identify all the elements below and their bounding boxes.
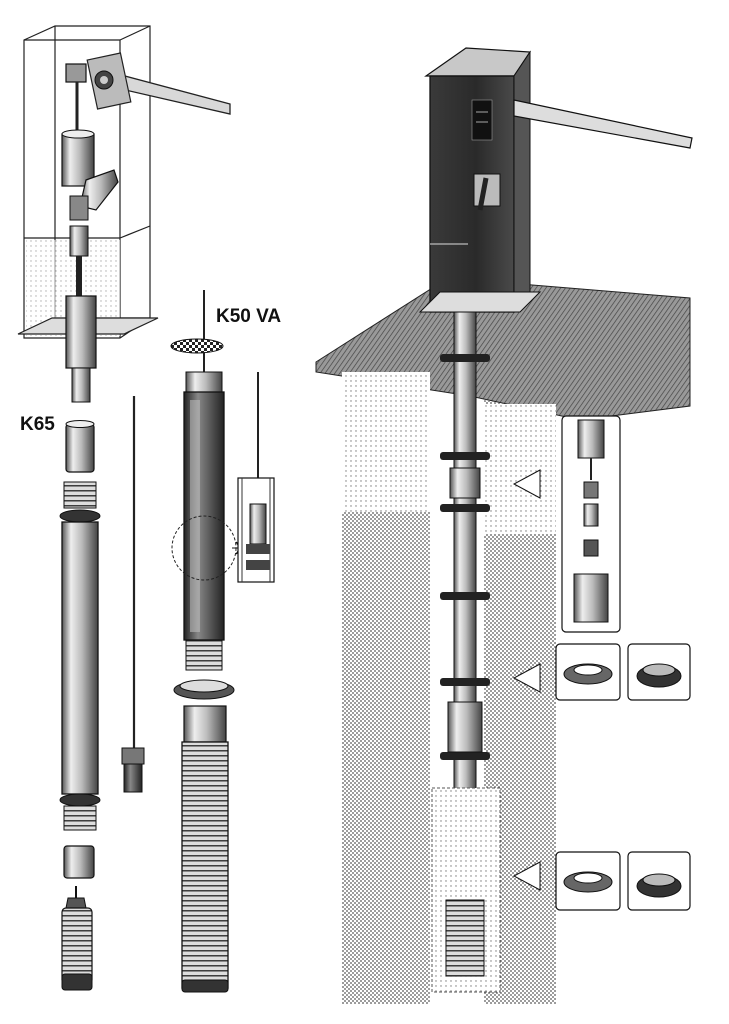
housing-top	[424, 47, 532, 77]
upper-sleeve	[65, 295, 97, 369]
linkage-block	[65, 63, 87, 83]
washer-icon	[170, 338, 224, 354]
foot-valve-strainer	[61, 907, 93, 985]
lock-nut-icon	[173, 679, 235, 700]
cylinder-head	[61, 133, 95, 187]
k50va-assembly	[170, 290, 275, 993]
main-pipe	[61, 521, 99, 795]
handle-mount	[473, 173, 501, 207]
filter-coupling	[183, 705, 227, 743]
label-k65: K65	[20, 414, 55, 435]
brand-plate	[471, 99, 493, 141]
pipe-thread-top	[63, 481, 97, 509]
pipe-seal-bottom	[59, 793, 101, 807]
lower-coupling	[63, 845, 95, 879]
rod-coupling	[69, 225, 89, 257]
housing-base-plate	[418, 291, 542, 313]
piston	[121, 747, 145, 765]
arrow-layer-3	[512, 861, 541, 891]
pipe-joint-2	[447, 701, 483, 753]
filter-tube	[181, 741, 229, 989]
arrow-layer-1	[512, 469, 541, 499]
k65-assembly	[17, 25, 231, 991]
arrow-layer-2	[512, 663, 541, 693]
label-k50va: K50 VA	[216, 306, 282, 327]
soil-column-right	[484, 400, 556, 1004]
k65-coupling	[65, 423, 95, 473]
soil-light-band	[342, 372, 430, 512]
k50-cylinder-cap	[185, 371, 223, 393]
filter-screen	[445, 899, 485, 977]
soil-light-band-2	[484, 404, 556, 534]
pipe-seal-top	[59, 509, 101, 523]
housing-handle	[513, 99, 693, 149]
pipe-thread-bottom	[63, 805, 97, 831]
installed-pump-scene	[315, 47, 693, 1004]
soil-column-left	[342, 372, 430, 1004]
pipe-joint-1	[449, 467, 481, 499]
